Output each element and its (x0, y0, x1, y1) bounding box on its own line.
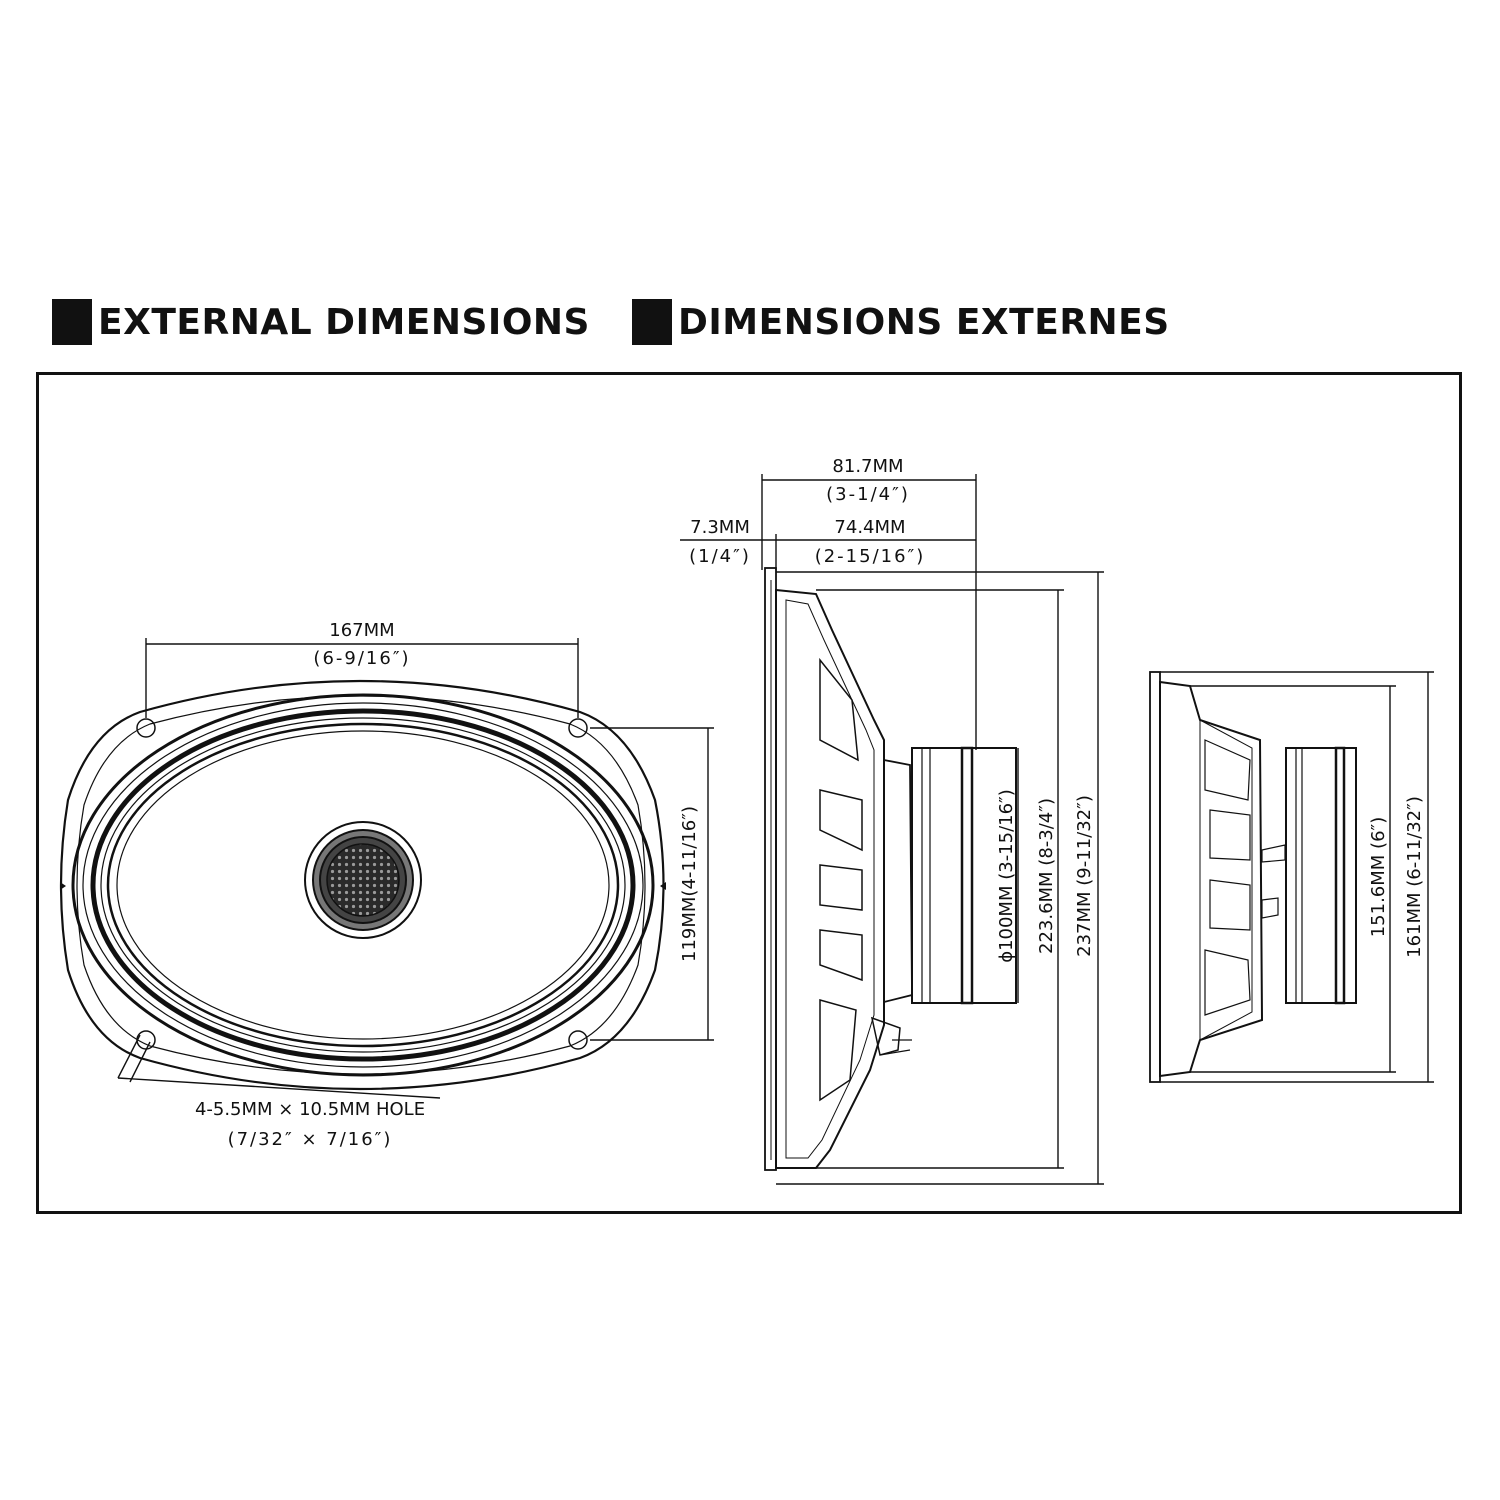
leader-line (117, 1077, 441, 1099)
side-basket-frame (775, 588, 885, 1169)
end-magnet-ring (1334, 746, 1346, 1005)
front-surround-outer (71, 693, 655, 1077)
leader-line (129, 1041, 151, 1083)
front-width-mm: 167MM (329, 620, 394, 641)
magnet-ring (960, 746, 974, 1005)
front-cone-edge (116, 730, 610, 1040)
front-height-label: 119MM(4-11/16″) (679, 806, 700, 962)
heading-english-text: EXTERNAL DIMENSIONS (98, 301, 590, 343)
side-basket-frame-inner (785, 599, 875, 1159)
side-flange-mm: 7.3MM (690, 517, 750, 538)
heading-french: DIMENSIONS EXTERNES (632, 298, 1170, 346)
tweeter-grille (326, 843, 400, 917)
end-view (1149, 671, 1357, 1083)
side-view (764, 567, 1017, 1171)
basket-window (819, 999, 857, 1102)
basket-window (819, 864, 863, 911)
side-overall-label: 237MM (9-11/32″) (1074, 795, 1095, 957)
side-magnet-label: ϕ100MM (3-15/16″) (996, 789, 1017, 963)
end-magnet-ring (1295, 747, 1303, 1004)
mount-hole (568, 718, 588, 738)
end-window (1204, 949, 1251, 1016)
front-width-in: (6-9/16″) (313, 648, 410, 669)
side-depth-in: (3-1/4″) (826, 484, 910, 505)
side-flange-in: (1/4″) (689, 546, 751, 567)
front-flange-inner (76, 695, 646, 1075)
mount-hole (568, 1030, 588, 1050)
mark-arrow-right (660, 882, 666, 890)
mount-hole (136, 718, 156, 738)
end-overall-label: 161MM (6-11/32″) (1404, 796, 1425, 958)
front-surround-ring (90, 708, 636, 1062)
magnet-ring (921, 747, 931, 1004)
hole-spec-in: (7/32″ × 7/16″) (228, 1129, 393, 1150)
side-cone-back (883, 759, 913, 1003)
end-terminal (1261, 844, 1286, 919)
front-basket-outline (59, 679, 665, 1091)
side-dimensions (680, 474, 1104, 1185)
tweeter-rim (304, 821, 422, 939)
heading-square-icon (52, 299, 92, 345)
terminal-block (870, 1016, 901, 1056)
basket-window (819, 929, 863, 982)
end-window (1209, 809, 1251, 861)
heading-french-text: DIMENSIONS EXTERNES (678, 301, 1170, 343)
basket-window (819, 657, 859, 762)
end-cutout-label: 151.6MM (6″) (1368, 817, 1389, 938)
side-mount-in: (2-15/16″) (815, 546, 926, 567)
end-flange (1149, 671, 1161, 1083)
mark-arrow-left (60, 882, 66, 890)
end-window (1204, 739, 1251, 801)
front-dimensions (117, 638, 714, 1099)
side-mount-mm: 74.4MM (834, 517, 905, 538)
end-basket-inner (1199, 719, 1253, 1041)
end-window (1209, 879, 1251, 931)
mount-hole (136, 1030, 156, 1050)
terminal-tab (879, 1039, 912, 1056)
leader-line (117, 1034, 141, 1079)
front-surround-ring (106, 722, 620, 1048)
front-surround-ring (100, 717, 626, 1053)
heading-english: EXTERNAL DIMENSIONS (52, 298, 590, 346)
end-basket-frame (1159, 680, 1264, 1078)
front-view (59, 679, 666, 1091)
hole-spec-mm: 4-5.5MM × 10.5MM HOLE (195, 1099, 425, 1120)
heading-square-icon (632, 299, 672, 345)
basket-window (819, 789, 863, 852)
end-dimensions (1160, 671, 1434, 1083)
drawing-frame (36, 372, 1462, 1214)
side-depth-mm: 81.7MM (832, 456, 903, 477)
end-magnet-body (1285, 747, 1357, 1004)
side-cutout-label: 223.6MM (8-3/4″) (1036, 798, 1057, 954)
front-surround-ring (82, 702, 644, 1068)
